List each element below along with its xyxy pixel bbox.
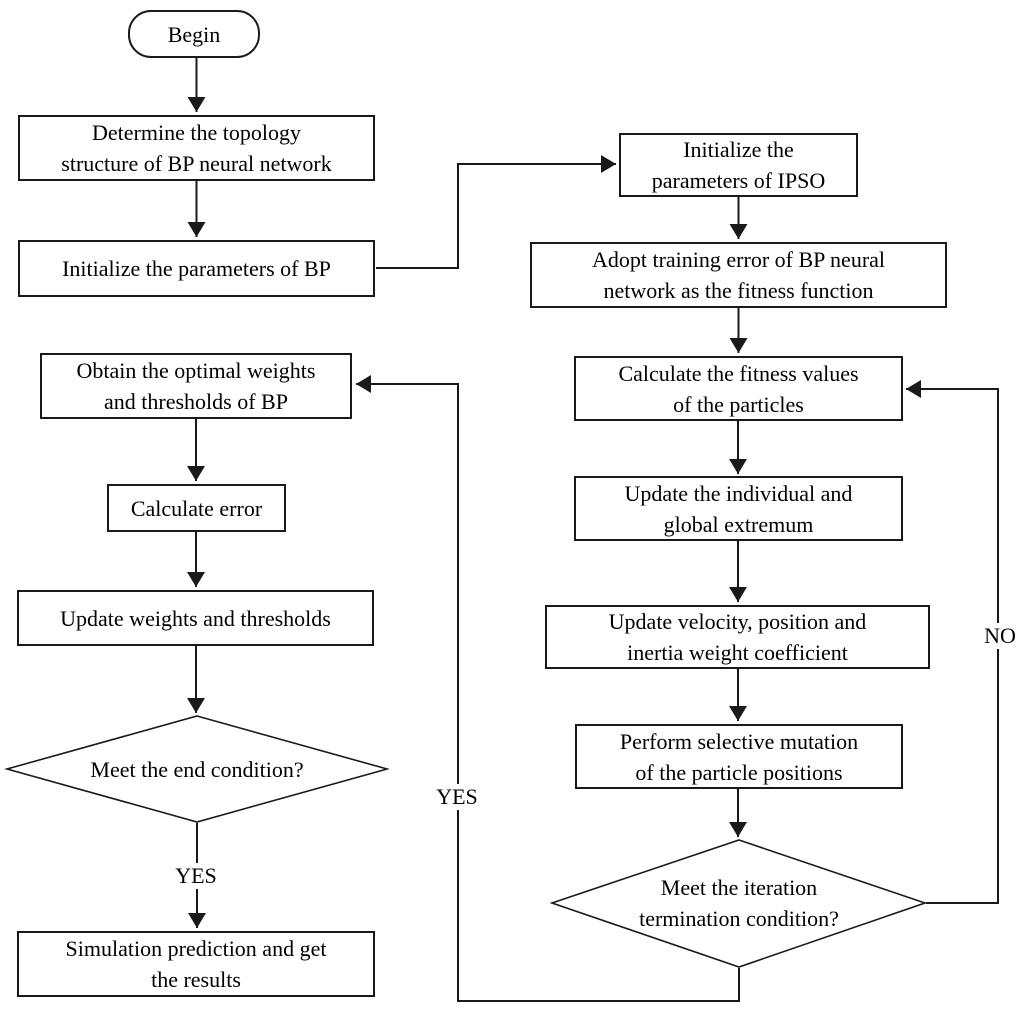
node-begin: Begin [128,10,260,58]
label-yes-to-simulation: YES [172,863,220,889]
node-calculate-fitness: Calculate the fitness values of the part… [574,356,903,421]
edge-yes-loop-to-obtain [356,375,740,1002]
node-initialize-bp: Initialize the parameters of BP [18,240,375,297]
node-update-extremum: Update the individual and global extremu… [574,476,903,541]
node-calculate-error: Calculate error [107,484,286,532]
diamond-iteration-condition [549,839,928,968]
diamond-end-condition [4,715,390,823]
diamond-label-iteration-condition: Meet the iteration termination condition… [639,875,839,931]
diamond-label-end-condition: Meet the end condition? [90,756,304,782]
edge-init-bp-to-init-ipso [376,155,616,269]
label-yes-loop: YES [433,784,481,810]
node-adopt-training-error: Adopt training error of BP neural networ… [530,242,947,308]
node-determine-topology: Determine the topology structure of BP n… [18,115,375,181]
node-obtain-optimal-weights: Obtain the optimal weights and threshold… [40,353,352,419]
node-simulation-prediction: Simulation prediction and get the result… [17,931,375,997]
node-update-weights-thresholds: Update weights and thresholds [17,590,374,646]
node-initialize-ipso: Initialize the parameters of IPSO [619,133,858,197]
node-selective-mutation: Perform selective mutation of the partic… [575,724,903,789]
label-no-loop: NO [981,623,1019,649]
node-update-velocity-position: Update velocity, position and inertia we… [545,605,930,669]
